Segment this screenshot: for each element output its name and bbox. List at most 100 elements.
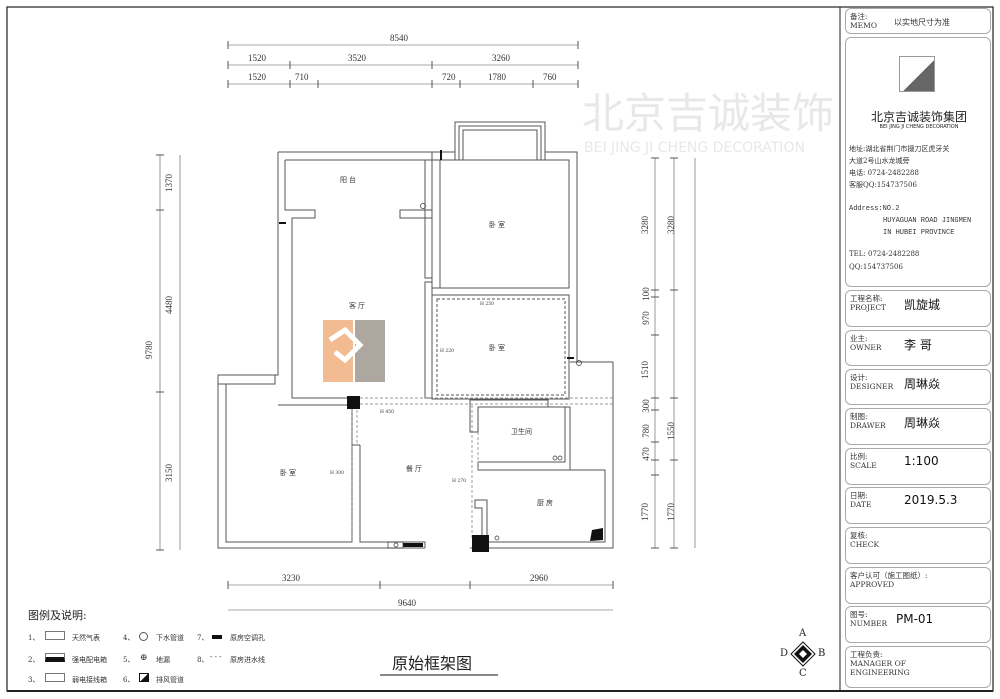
dim-label: 1520 (248, 53, 266, 63)
memo-box: 备注:MEMO 以实地尺寸为准 (845, 8, 991, 34)
room-label-bedroom-mid: 卧室 (489, 344, 507, 352)
legend-num: 7、 (197, 634, 209, 642)
room-label-balcony: 阳台 (340, 176, 358, 184)
compass-c: C (799, 668, 807, 679)
dim-label: 1780 (488, 72, 506, 82)
legend-label: 地漏 (156, 656, 170, 664)
legend-num: 6、 (123, 676, 135, 684)
height-mark: H 300 (330, 471, 344, 476)
exhaust-pipe-icon (139, 673, 149, 682)
legend-label: 天然气表 (72, 634, 100, 642)
compass-a: A (799, 628, 807, 639)
dim-label: 3280 (666, 216, 676, 234)
address-cn: 地址:湖北省荆门市掇刀区虎牙关 (849, 145, 950, 153)
dim-top-total: 8540 (390, 33, 408, 43)
height-mark: H 270 (452, 479, 466, 484)
room-label-bedroom-left: 卧室 (280, 469, 298, 477)
dim-label: 1770 (666, 503, 676, 521)
dim-label: 1770 (640, 503, 650, 521)
gas-meter-icon (45, 631, 65, 640)
legend-num: 4、 (123, 634, 135, 642)
field-approved: 客户认可（施工图纸）:APPROVED (845, 567, 991, 604)
dim-label: 2960 (530, 573, 548, 583)
dim-label: 4480 (164, 296, 174, 314)
address-en: Address:NO.2 (849, 205, 900, 213)
drawing-title: 原始框架图 (392, 654, 473, 673)
legend-num: 8、 (197, 656, 209, 664)
qq-cn: 客服QQ:154737506 (849, 181, 917, 189)
compass-d: D (780, 648, 789, 659)
dim-label: 3520 (348, 53, 366, 63)
watermark-logo (323, 320, 385, 382)
dim-label: 3280 (640, 216, 650, 234)
dim-bottom-total: 9640 (398, 598, 416, 608)
company-logo-icon (899, 56, 935, 92)
memo-label: 备注:MEMO (850, 12, 877, 30)
legend-label: 排风管道 (156, 676, 184, 684)
dim-label: 710 (295, 72, 309, 82)
room-label-living: 客厅 (349, 302, 367, 310)
height-mark: H 250 (480, 302, 494, 307)
power-box-icon (45, 653, 65, 662)
address-en: IN HUBEI PROVINCE (883, 229, 955, 237)
legend-label: 原房空调孔 (230, 634, 265, 642)
dim-label: 760 (543, 72, 557, 82)
legend-title: 图例及说明: (28, 609, 87, 622)
legend-num: 5、 (123, 656, 135, 664)
company-name: 北京吉诚装饰集团 (870, 110, 967, 124)
company-name-en: BEI JING JI CHENG DECORATION (879, 124, 959, 130)
dim-label: 3260 (492, 53, 510, 63)
room-label-bedroom-top: 卧室 (489, 221, 507, 229)
compass-icon (790, 641, 816, 667)
company-box: 北京吉诚装饰集团 BEI JING JI CHENG DECORATION 地址… (845, 37, 991, 287)
dim-label: 1520 (248, 72, 266, 82)
dim-label: 780 (640, 424, 651, 438)
drain-pipe-icon (139, 632, 148, 641)
qq-en: QQ:154737506 (849, 263, 903, 271)
height-mark: H 450 (380, 410, 394, 415)
watermark-text: 北京吉诚装饰 (582, 89, 835, 138)
dim-label: 970 (640, 311, 651, 325)
dim-label: 100 (640, 287, 651, 301)
legend-label: 原房进水线 (230, 656, 265, 664)
dim-label: 1550 (666, 422, 676, 440)
legend-num: 3、 (28, 676, 40, 684)
address-cn: 大道2号山水龙城旁 (849, 157, 910, 165)
room-label-kitchen: 厨房 (537, 499, 555, 507)
dim-label: 1370 (164, 174, 174, 192)
legend-num: 2、 (28, 656, 40, 664)
floor-drain-icon: ⊕ (140, 653, 148, 663)
field-check: 复核:CHECK (845, 527, 991, 564)
dim-label: 470 (640, 447, 651, 461)
network-box-icon (45, 673, 65, 682)
memo-value: 以实地尺寸为准 (894, 18, 950, 27)
watermark-subtext: BEI JING JI CHENG DECORATION (584, 140, 805, 156)
legend-num: 1、 (28, 634, 40, 642)
address-en: HUYAGUAN ROAD JINGMEN (883, 217, 972, 225)
water-line-icon: - - - (210, 653, 222, 661)
height-mark: H 220 (440, 349, 454, 354)
dim-label: 1510 (640, 361, 650, 379)
room-label-dining: 餐厅 (406, 465, 424, 473)
legend-label: 弱电接线箱 (72, 676, 107, 684)
legend-label: 强电配电箱 (72, 656, 107, 664)
dim-label: 3150 (164, 464, 174, 482)
field-manager: 工程负责:MANAGER OF ENGINEERING (845, 646, 991, 688)
dim-left-total: 9780 (144, 341, 154, 359)
dim-label: 3230 (282, 573, 300, 583)
dim-label: 720 (442, 72, 456, 82)
dim-label: 300 (640, 399, 651, 413)
ac-hole-icon (212, 635, 222, 639)
legend-label: 下水管道 (156, 634, 184, 642)
tel-en: TEL: 0724-2482288 (849, 250, 920, 258)
phone-cn: 电话: 0724-2482288 (849, 169, 919, 177)
compass-b: B (818, 648, 826, 659)
